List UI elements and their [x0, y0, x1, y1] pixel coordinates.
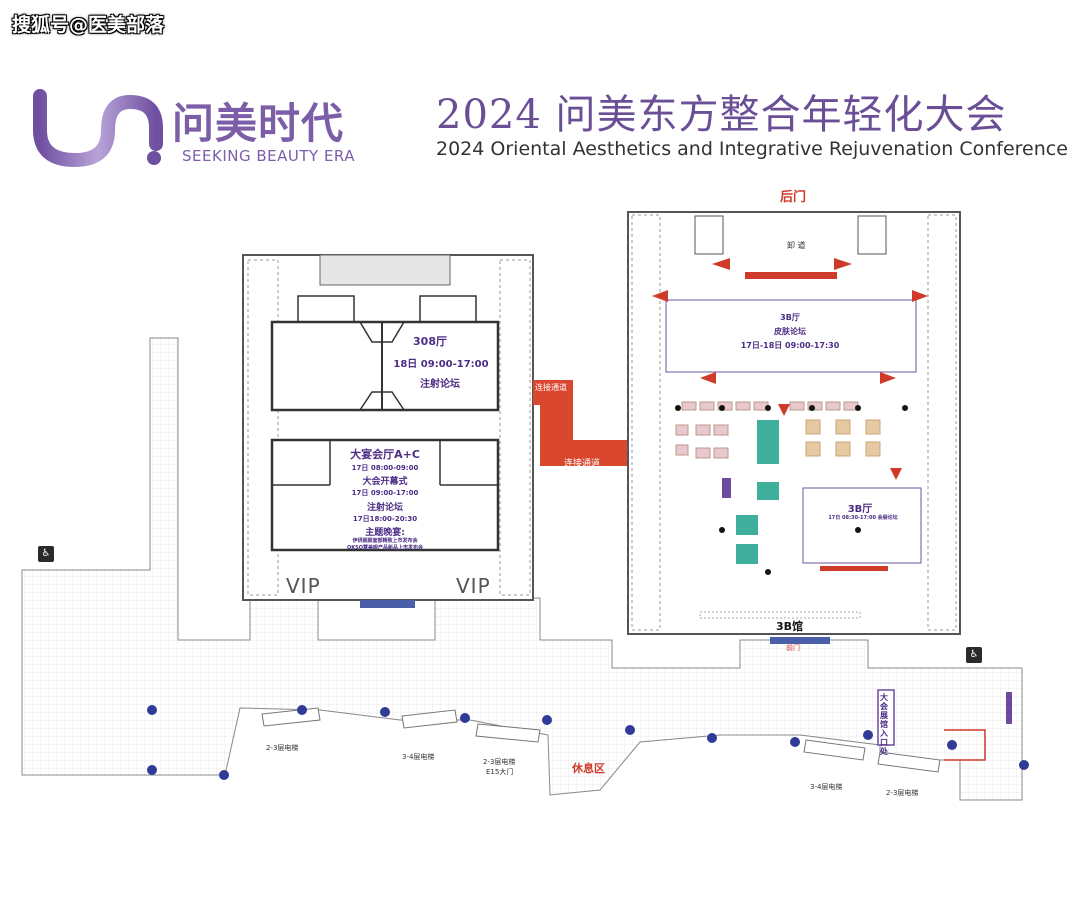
hall-3b-box-name: 3B厅	[847, 504, 873, 515]
connector-label-bottom: 连接通道	[564, 459, 601, 469]
vip-left-label: VIP	[286, 574, 321, 598]
vip-right-label: VIP	[456, 574, 491, 598]
escalator-label: 2-3层电梯	[483, 758, 516, 766]
main-entrance-label: 大会展馆入口处	[880, 693, 888, 756]
brand-logo	[30, 88, 165, 170]
hall-3b-top-forum: 皮肤论坛	[774, 327, 806, 336]
banquet-time-1: 17日 08:00-09:00	[351, 464, 419, 472]
back-gate-label: 后门	[780, 190, 807, 205]
conference-title-en: 2024 Oriental Aesthetics and Integrative…	[436, 138, 1068, 160]
connector-corridor	[533, 380, 628, 466]
hall-308-time: 18日 09:00-17:00	[393, 359, 489, 370]
hall-3b-top-name: 3B厅	[780, 313, 800, 322]
front-gate-label: 前门	[786, 644, 800, 652]
escalator-label: 3-4层电梯	[402, 753, 435, 761]
watermark-text: 搜狐号@医美部落	[12, 14, 165, 36]
entrance-marker	[877, 689, 1012, 761]
banquet-time-2: 17日 09:00-17:00	[351, 489, 419, 497]
conference-title-cn: 2024 问美东方整合年轻化大会	[436, 92, 1007, 138]
banquet-ceremony: 大会开幕式	[362, 477, 408, 487]
hall-308-name: 308厅	[413, 335, 447, 348]
banquet-forum: 注射论坛	[366, 503, 403, 513]
escalator-label: 2-3层电梯	[886, 789, 919, 797]
hall-3b-label: 3B馆	[776, 620, 804, 633]
right-building	[627, 211, 961, 644]
rest-area-label: 休息区	[572, 762, 605, 775]
left-building	[242, 254, 534, 608]
banquet-line-2: OKSO慧美眼产品新品上市发布会	[347, 545, 423, 551]
hall-308-forum: 注射论坛	[420, 379, 460, 390]
brand-name-cn: 问美时代	[172, 99, 345, 148]
logo-mark-icon	[33, 89, 163, 168]
unloading-label: 卸 道	[787, 241, 806, 250]
escalator-label: 3-4层电梯	[810, 783, 843, 791]
brand-name-en: SEEKING BEAUTY ERA	[182, 147, 356, 165]
connector-label-top: 连接通道	[535, 383, 567, 392]
banquet-time-3: 17日18:00-20:30	[352, 515, 418, 523]
banquet-line-1: 伊妍颜颜面部精致上市发布会	[352, 538, 418, 544]
hall-3b-top-time: 17日-18日 09:00-17:30	[740, 341, 840, 350]
hall-3b-box-line: 17日 08:30-17:00 会展论坛	[828, 515, 898, 521]
gate-e15-label: E15大门	[486, 768, 514, 776]
banquet-dinner: 主题晚宴:	[365, 528, 405, 538]
floor-plan-map	[21, 211, 1029, 801]
escalator-label: 2-3层电梯	[266, 744, 299, 752]
restroom-icon: ♿	[38, 546, 54, 562]
restroom-icon: ♿	[966, 647, 982, 663]
banquet-name: 大宴会厅A+C	[350, 448, 420, 461]
